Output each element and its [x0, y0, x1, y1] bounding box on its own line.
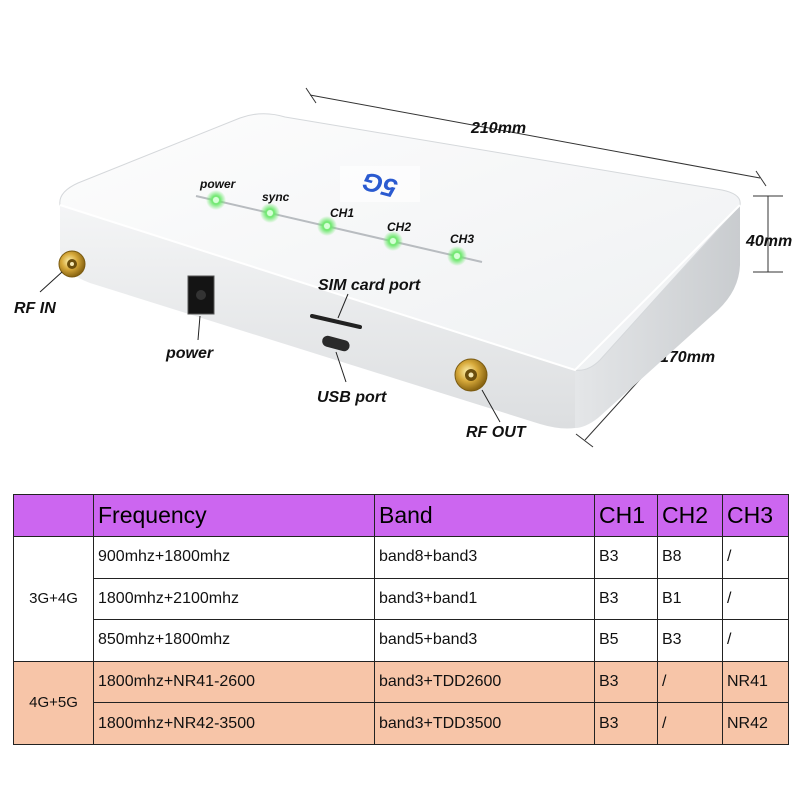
rf-in-connector — [58, 250, 86, 278]
width-label: 210mm — [470, 120, 526, 137]
cell-band: band3+TDD3500 — [374, 702, 595, 745]
sim-card-slot — [310, 314, 362, 329]
dimension-height — [753, 195, 783, 273]
cell-band: band3+TDD2600 — [374, 660, 595, 704]
cell-ch1: B5 — [594, 619, 658, 662]
pointer-lines — [39, 271, 501, 423]
header-frequency: Frequency — [93, 494, 375, 537]
cell-band: band5+band3 — [374, 619, 595, 662]
led-ch1 — [317, 216, 337, 236]
cell-ch3: / — [722, 536, 789, 579]
header-band: Band — [374, 494, 595, 537]
rf-in-label: RF IN — [14, 300, 56, 317]
led-label-ch1: CH1 — [330, 206, 354, 220]
cell-frequency: 1800mhz+NR41-2600 — [93, 660, 375, 704]
led-label-ch2: CH2 — [387, 220, 411, 234]
rf-out-label: RF OUT — [466, 424, 527, 441]
led-label-sync: sync — [262, 190, 290, 204]
cell-frequency: 900mhz+1800mhz — [93, 536, 375, 579]
table-row: 1800mhz+NR42-3500 band3+TDD3500 B3 / NR4… — [14, 702, 789, 745]
cell-ch1: B3 — [594, 577, 658, 621]
sim-port-label: SIM card port — [318, 277, 421, 294]
table-row: 3G+4G 900mhz+1800mhz band8+band3 B3 B8 / — [13, 536, 789, 662]
cell-frequency: 1800mhz+NR42-3500 — [93, 702, 375, 745]
cell-ch1: B3 — [594, 702, 658, 745]
group-label: 3G+4G — [13, 536, 94, 662]
power-jack — [187, 275, 215, 315]
cell-frequency: 1800mhz+2100mhz — [93, 577, 375, 621]
table-row: 850mhz+1800mhz band5+band3 B5 B3 / — [14, 619, 789, 662]
usb-port — [322, 335, 350, 352]
header-ch3: CH3 — [722, 494, 789, 537]
power-port-label: power — [165, 345, 214, 362]
group-label: 4G+5G — [13, 660, 94, 745]
led-ch2 — [383, 231, 403, 251]
led-ch3 — [447, 246, 467, 266]
cell-ch3: / — [722, 577, 789, 621]
cell-ch2: / — [657, 702, 723, 745]
led-power — [206, 190, 226, 210]
cell-ch1: B3 — [594, 660, 658, 704]
cell-band: band8+band3 — [374, 536, 595, 579]
header-ch1: CH1 — [594, 494, 658, 537]
cell-ch1: B3 — [594, 536, 658, 579]
cell-frequency: 850mhz+1800mhz — [93, 619, 375, 662]
cell-ch2: / — [657, 660, 723, 704]
cell-ch2: B3 — [657, 619, 723, 662]
depth-label: 170mm — [660, 349, 715, 366]
cell-ch3: NR41 — [722, 660, 789, 704]
table-row: 1800mhz+2100mhz band3+band1 B3 B1 / — [14, 577, 789, 621]
cell-band: band3+band1 — [374, 577, 595, 621]
header-ch2: CH2 — [657, 494, 723, 537]
height-label: 40mm — [745, 233, 792, 250]
frequency-band-table: Frequency Band CH1 CH2 CH3 3G+4G 900mhz+… — [13, 494, 789, 745]
cell-ch3: / — [722, 619, 789, 662]
led-label-power: power — [199, 177, 237, 191]
cell-ch2: B8 — [657, 536, 723, 579]
rf-out-connector — [454, 358, 488, 392]
dimension-width — [305, 87, 767, 187]
led-sync — [260, 203, 280, 223]
device-figure: 210mm 40mm 170mm 5G — [14, 87, 792, 448]
table-header-row: Frequency Band CH1 CH2 CH3 — [13, 494, 789, 537]
cell-ch3: NR42 — [722, 702, 789, 745]
table-row: 4G+5G 1800mhz+NR41-2600 band3+TDD2600 B3… — [13, 660, 789, 745]
led-label-ch3: CH3 — [450, 232, 474, 246]
cell-ch2: B1 — [657, 577, 723, 621]
header-group — [13, 494, 94, 537]
5g-logo: 5G — [340, 166, 420, 204]
repeater-device — [59, 113, 741, 429]
usb-port-label: USB port — [317, 389, 387, 406]
